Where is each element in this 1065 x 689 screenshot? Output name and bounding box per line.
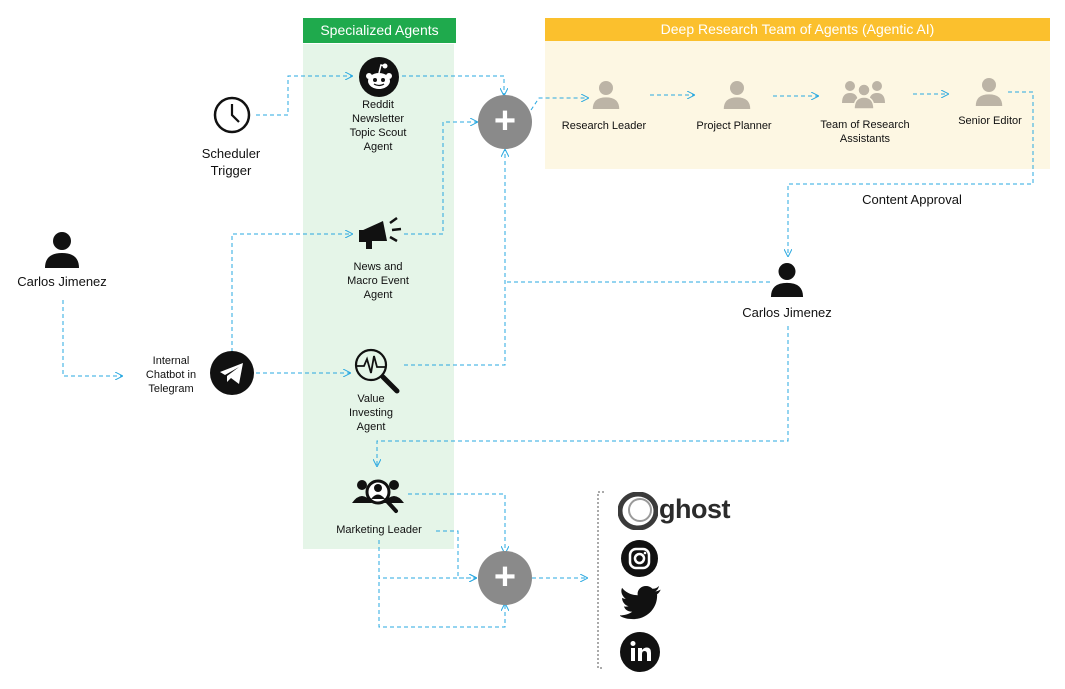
plus-icon: + <box>493 556 517 598</box>
research-leader-label: Research Leader <box>561 120 647 132</box>
group-icon <box>841 79 889 114</box>
linkedin-icon <box>620 632 660 677</box>
clock-icon <box>212 95 252 140</box>
person-icon <box>44 231 80 274</box>
person-icon <box>770 262 804 303</box>
person-icon <box>975 77 1003 112</box>
scheduler-trigger-label: Scheduler Trigger <box>201 146 261 178</box>
person-icon <box>723 80 751 115</box>
value-agent-label: Value Investing Agent <box>348 393 394 433</box>
deep-research-header: Deep Research Team of Agents (Agentic AI… <box>545 18 1050 41</box>
senior-editor-label: Senior Editor <box>958 115 1022 127</box>
pulse-search-icon <box>353 347 403 400</box>
content-approval-label: Content Approval <box>862 192 962 207</box>
news-agent-label: News and Macro Event Agent <box>347 261 409 301</box>
person-icon <box>592 80 620 115</box>
reddit-icon <box>358 56 400 103</box>
research-assistants-label: Team of Research Assistants <box>820 119 910 145</box>
megaphone-icon <box>357 215 405 256</box>
instagram-icon <box>621 540 658 582</box>
carlos-left-label: Carlos Jimenez <box>17 274 107 289</box>
telegram-icon[interactable] <box>210 351 254 400</box>
plus-icon: + <box>493 100 517 142</box>
ghost-icon <box>617 491 659 535</box>
team-search-icon <box>350 475 406 520</box>
specialized-agents-header: Specialized Agents <box>303 18 456 43</box>
ghost-wordmark: ghost <box>659 494 731 524</box>
telegram-label: Internal Chatbot in Telegram <box>145 355 197 395</box>
deep-research-band <box>545 41 1050 169</box>
twitter-icon <box>619 586 662 627</box>
marketing-leader-label: Marketing Leader <box>336 524 422 536</box>
project-planner-label: Project Planner <box>696 120 772 132</box>
merge-node-research: + <box>478 95 532 149</box>
reddit-agent-label: Reddit Newsletter Topic Scout Agent <box>349 99 407 153</box>
carlos-right-label: Carlos Jimenez <box>742 305 832 320</box>
merge-node-publish: + <box>478 551 532 605</box>
